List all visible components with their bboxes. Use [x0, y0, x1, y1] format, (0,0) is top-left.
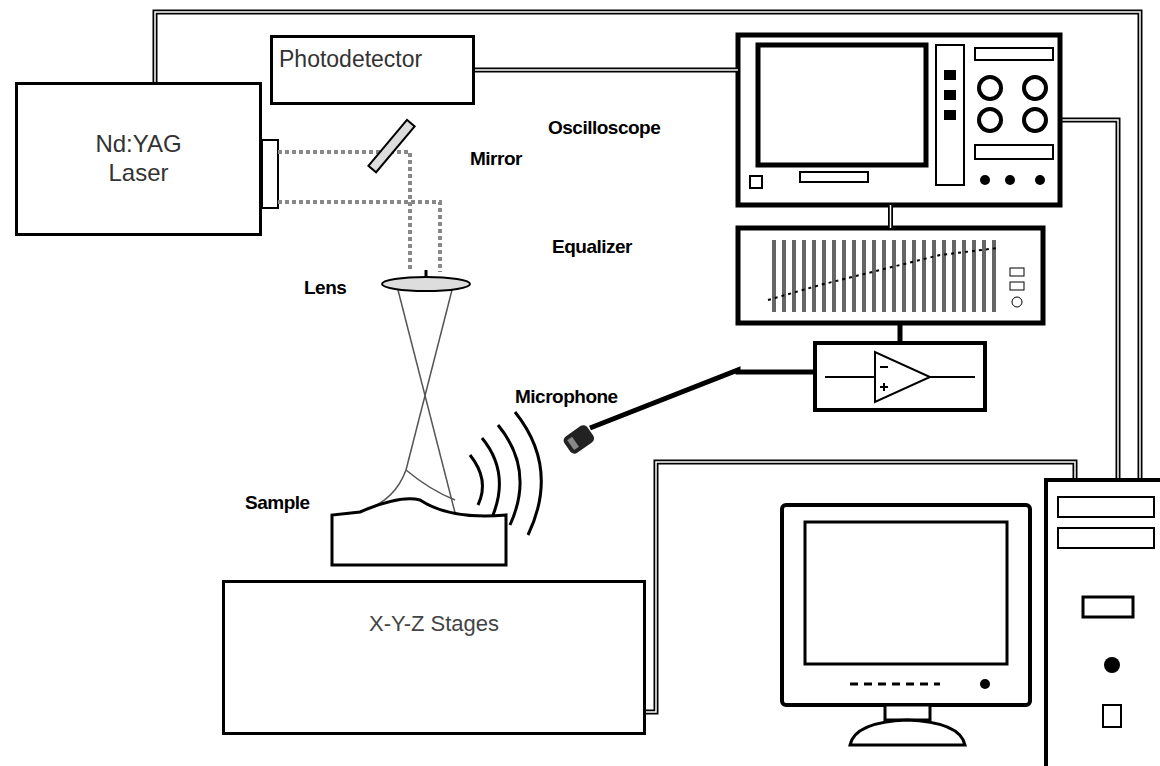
wire [590, 370, 815, 428]
node-label: Nd:YAG Laser [84, 130, 194, 188]
photodetector-box: Photodetector [270, 35, 475, 105]
computer-tower [1046, 480, 1160, 766]
mirror [368, 120, 414, 172]
computer-monitor [782, 505, 1030, 745]
part-label: Lens [304, 277, 346, 299]
part-label: Microphone [515, 386, 618, 408]
lens [382, 270, 470, 291]
laser-port [262, 140, 278, 208]
microphone [562, 423, 596, 455]
cable [475, 70, 738, 71]
part-label: Sample [245, 492, 310, 514]
node-label: Oscilloscope [548, 117, 660, 139]
oscilloscope: Oscilloscope [738, 35, 1060, 205]
sample-plate [332, 499, 506, 565]
amplifier [815, 343, 985, 410]
stages-box: X-Y-Z Stages [222, 580, 646, 735]
sound-waves [470, 412, 541, 535]
cable [890, 205, 891, 228]
node-label: Equalizer [552, 236, 632, 258]
wire [155, 12, 1140, 480]
laser-box: Nd:YAG Laser [15, 82, 262, 236]
wire [1062, 120, 1118, 480]
oscilloscope [738, 35, 1060, 205]
laser-beam [278, 152, 440, 272]
equalizer: Equalizer [738, 228, 1043, 323]
equalizer [738, 228, 1043, 323]
node-label: Photodetector [279, 46, 466, 74]
wire [898, 323, 903, 343]
node-label: X-Y-Z Stages [225, 611, 643, 637]
part-label: Mirror [470, 148, 522, 170]
wire [636, 462, 1075, 712]
